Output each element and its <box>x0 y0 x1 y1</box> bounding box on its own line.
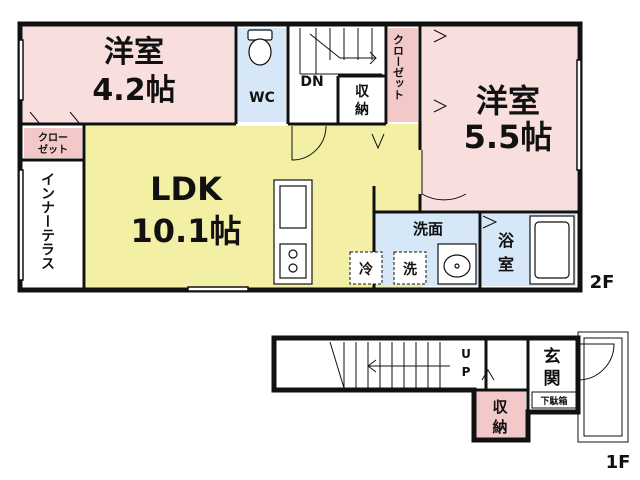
inner-terrace-label: インナーテラス <box>39 172 55 270</box>
entrance-label-top: 玄 <box>544 346 561 367</box>
ldk-name: LDK <box>150 170 223 208</box>
bath-label-top: 浴 <box>498 231 515 250</box>
floor-1f-label: 1F <box>606 452 631 473</box>
storage-room-2 <box>476 390 526 438</box>
terrace-area <box>24 160 82 286</box>
kitchen-counter <box>273 179 313 285</box>
western-room-1 <box>22 26 234 124</box>
closet-1-label: クローゼット <box>392 34 405 100</box>
up-label-p: P <box>462 365 471 379</box>
western-room-1-size: 4.2帖 <box>92 73 175 108</box>
up-label-u: U <box>461 347 471 361</box>
storage-2-label-top: 収 <box>492 398 508 416</box>
stair-1f <box>329 341 450 389</box>
inner-walls-1f <box>474 338 530 440</box>
western-room-1-name: 洋室 <box>104 35 164 70</box>
ldk-size: 10.1帖 <box>131 212 242 250</box>
dn-label: DN <box>300 74 323 90</box>
stair-2f <box>299 28 382 75</box>
inner-walls-2f <box>20 24 580 290</box>
storage-1-label-top: 収 <box>355 83 370 100</box>
western-room-2 <box>422 26 577 211</box>
western-room-2-size: 5.5帖 <box>464 118 553 156</box>
closet-2 <box>24 128 82 158</box>
wc-label: WC <box>249 90 275 106</box>
storage-2-label-bottom: 納 <box>492 418 507 436</box>
basin-icon <box>437 243 477 285</box>
bath-label-bottom: 室 <box>498 255 514 274</box>
western-room-2-name: 洋室 <box>476 82 540 120</box>
toilet-icon <box>247 29 273 66</box>
windows <box>18 39 582 292</box>
bathtub-icon <box>529 215 575 285</box>
closet-1 <box>388 28 418 122</box>
washroom-label: 洗面 <box>413 220 443 238</box>
closet-2-label-top: クロー <box>38 132 68 144</box>
shoe-box-label: 下駄箱 <box>540 395 567 407</box>
appliance-spaces <box>349 251 427 285</box>
entrance-label-bottom: 関 <box>544 369 561 389</box>
fridge-label: 冷 <box>359 261 373 278</box>
door-swings <box>29 29 498 229</box>
storage-1-label-bottom: 納 <box>355 101 369 118</box>
closet-2-label-bottom: ゼット <box>38 143 68 156</box>
entrance-door <box>481 331 629 443</box>
washer-label: 洗 <box>403 261 417 278</box>
ldk-room-ext <box>292 124 422 128</box>
shoe-box <box>531 391 577 409</box>
floor-2f-label: 2F <box>590 272 615 293</box>
